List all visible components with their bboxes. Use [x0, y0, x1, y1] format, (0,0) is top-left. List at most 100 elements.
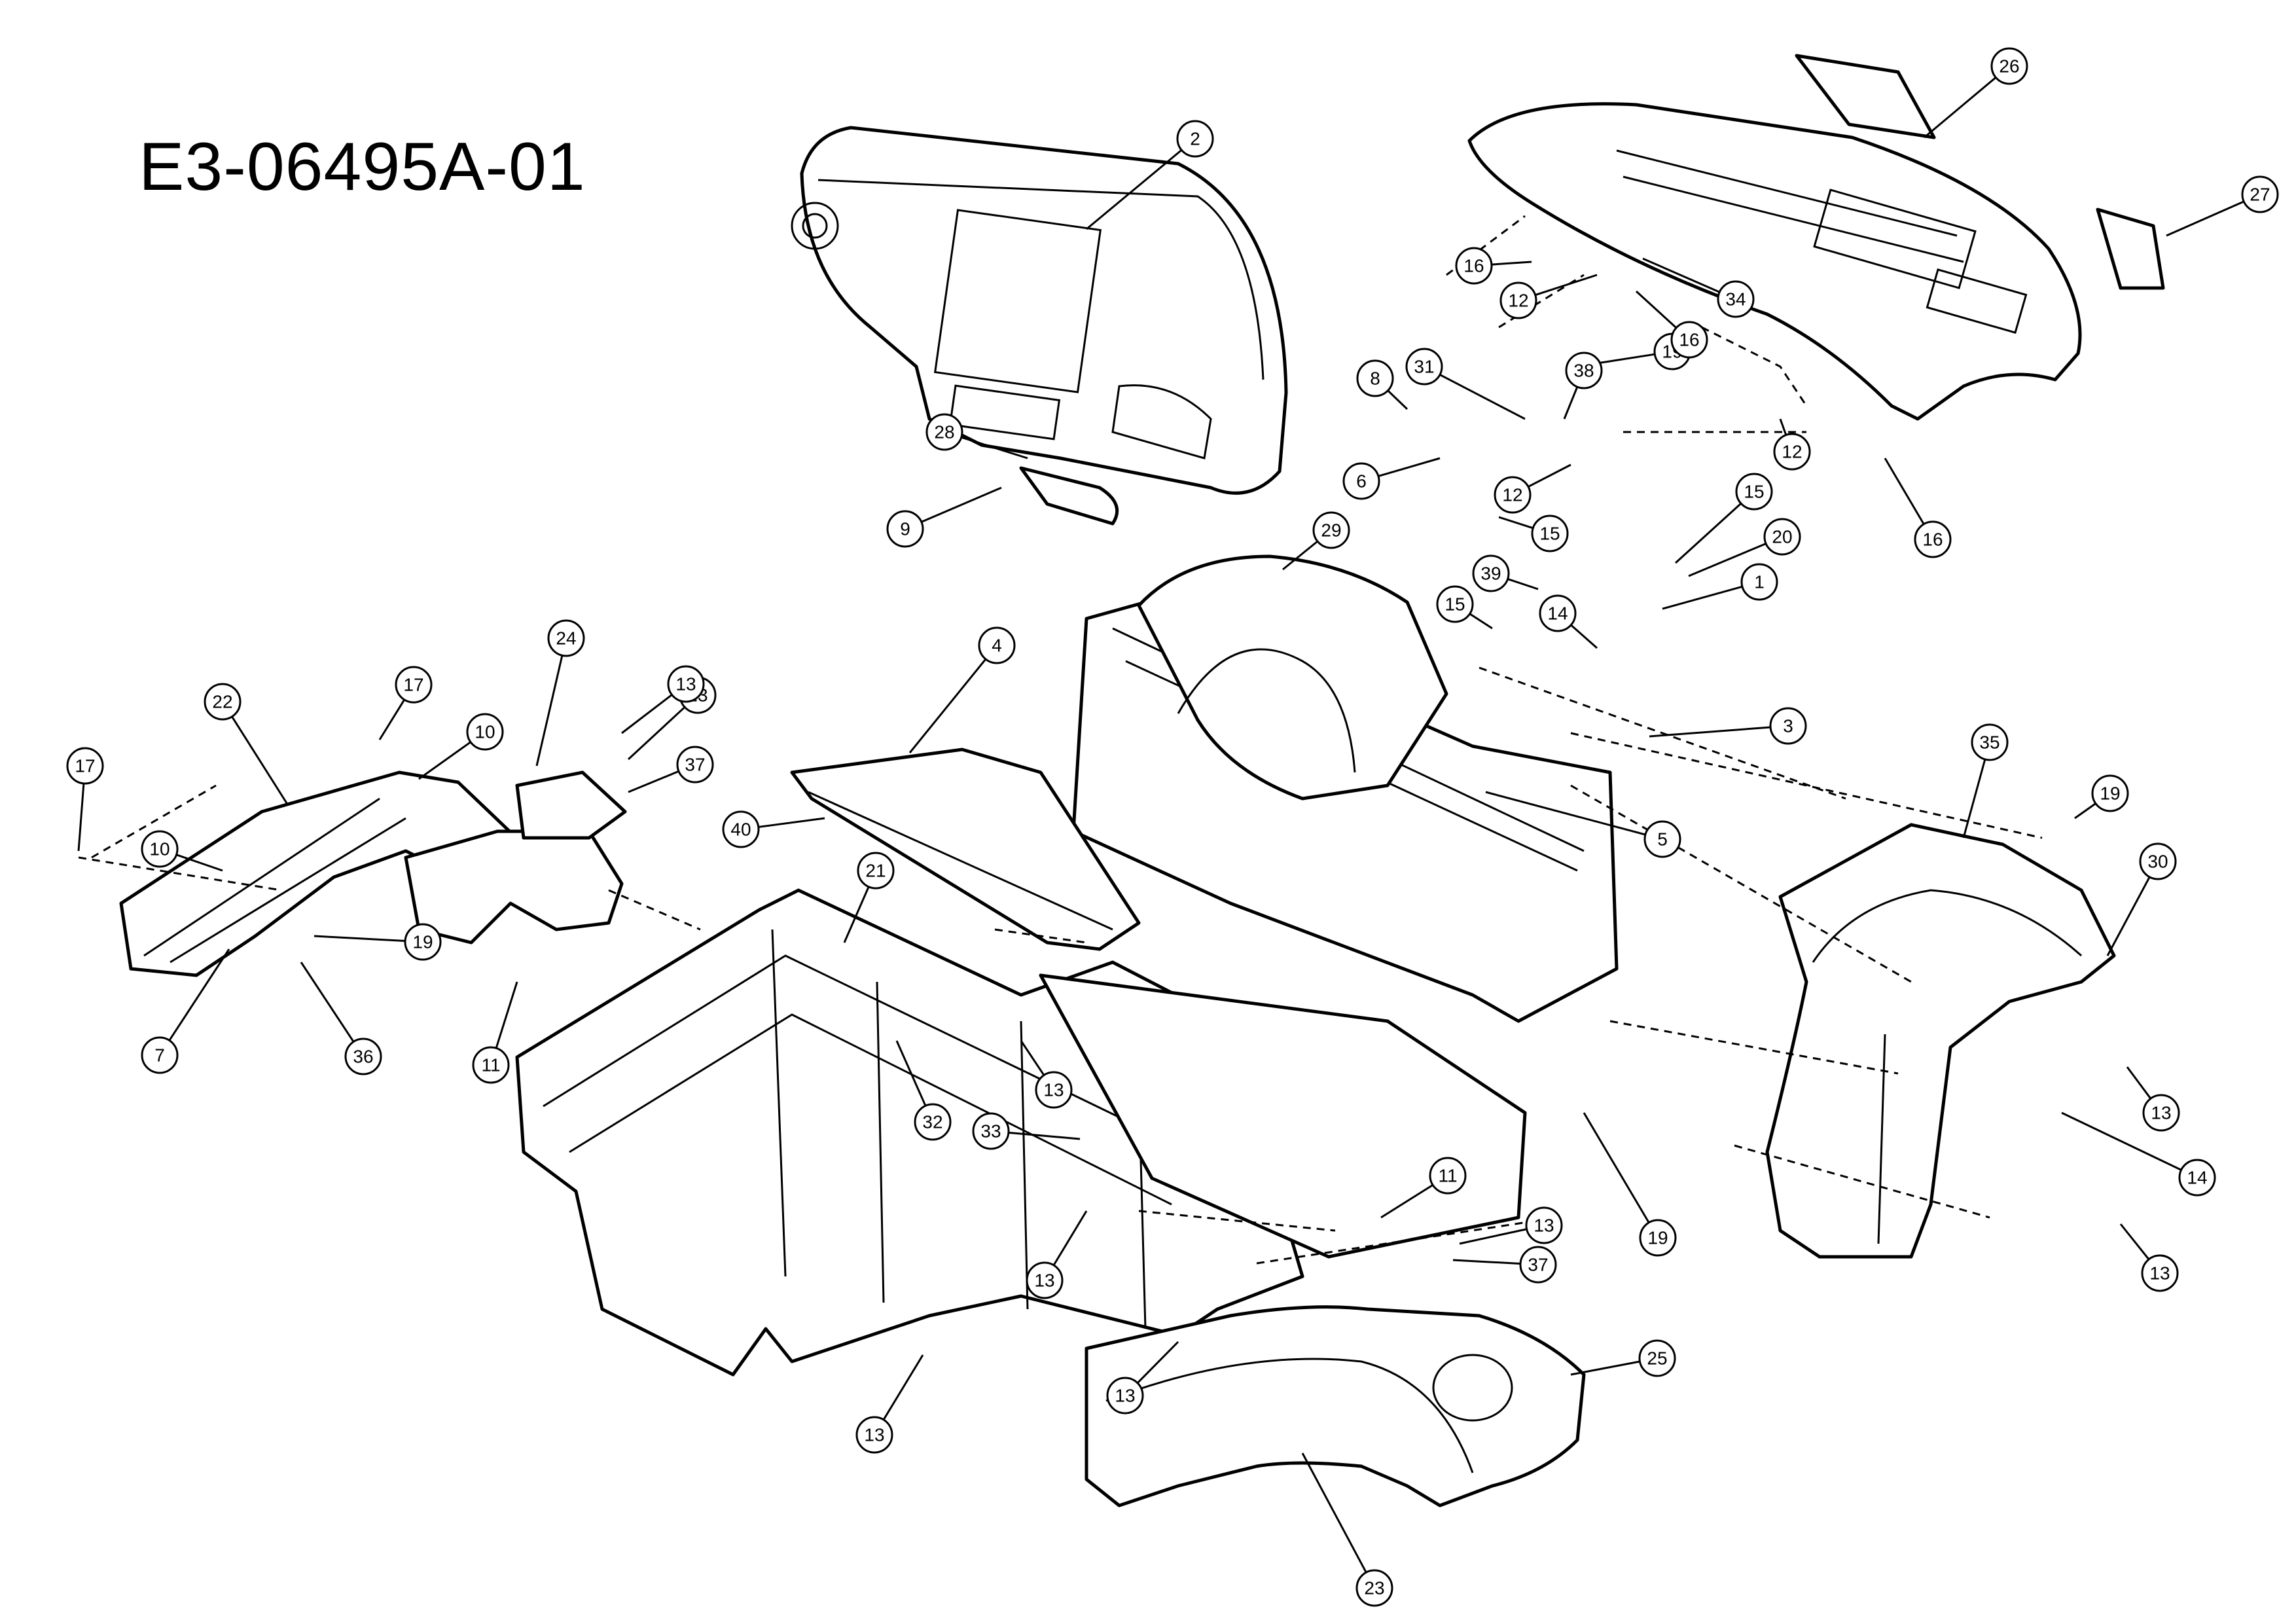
callout-leader: [1642, 257, 1720, 293]
callout-circle: [1405, 348, 1443, 386]
callout-leader: [1052, 1210, 1088, 1266]
callout-leader: [2119, 1223, 2150, 1260]
callout-label: 28: [934, 422, 954, 442]
callout-leader: [1008, 1131, 1081, 1140]
callout-circle: [857, 852, 895, 890]
callout-leader: [1649, 726, 1771, 738]
callout-circle: [855, 1416, 893, 1454]
callout-label: 12: [1782, 442, 1802, 462]
callout-label: 24: [556, 628, 576, 649]
callout-leader: [843, 886, 870, 943]
callout-leader: [1380, 1184, 1433, 1219]
callout-circle: [1565, 352, 1603, 389]
callout-circle: [1773, 433, 1811, 471]
callout-circle: [1472, 554, 1510, 592]
callout-circle: [1769, 707, 1807, 745]
callout-circle: [2141, 1254, 2179, 1292]
callout-19: 19: [314, 923, 442, 961]
callout-label: 23: [1364, 1578, 1384, 1598]
callout-label: 39: [1480, 564, 1501, 584]
seat-pan-part: [790, 748, 1141, 951]
callout-leader: [2126, 1066, 2152, 1100]
diagram-id: E3-06495A-01: [139, 129, 586, 205]
callout-leader: [2106, 876, 2151, 956]
callout-circle: [141, 830, 179, 868]
callout-leader: [1528, 463, 1571, 488]
callout-label: 38: [1573, 361, 1594, 381]
callout-leader: [621, 694, 673, 734]
callout-4: 4: [908, 626, 1016, 753]
callout-label: 12: [1508, 291, 1528, 311]
callout-label: 7: [154, 1045, 165, 1066]
callout-label: 36: [353, 1047, 373, 1067]
callout-label: 19: [2100, 784, 2120, 804]
callout-25: 25: [1570, 1339, 1676, 1377]
callout-39: 39: [1472, 554, 1539, 592]
callout-13: 13: [855, 1354, 924, 1454]
callout-circle: [1355, 1569, 1393, 1607]
callout-label: 40: [730, 820, 751, 840]
callout-circle: [1638, 1339, 1676, 1377]
callout-label: 4: [992, 636, 1002, 656]
callout-19: 19: [1583, 1112, 1677, 1257]
callout-label: 20: [1772, 527, 1792, 547]
callout-circle: [2139, 842, 2177, 880]
callout-circle: [1519, 1246, 1557, 1284]
callout-21: 21: [843, 852, 895, 943]
callout-32: 32: [895, 1040, 952, 1141]
callout-15: 15: [1498, 514, 1569, 552]
callout-11: 11: [1380, 1157, 1467, 1219]
callout-label: 13: [1115, 1386, 1135, 1406]
callout-leader: [895, 1040, 927, 1106]
callout-circle: [1539, 594, 1577, 632]
callout-29: 29: [1282, 511, 1350, 571]
callout-label: 14: [1547, 604, 1568, 624]
callout-6: 6: [1342, 457, 1441, 500]
callout-label: 10: [475, 722, 495, 742]
callout-26: 26: [1924, 47, 2028, 139]
callout-23: 23: [1301, 1453, 1393, 1607]
callout-leader: [495, 981, 518, 1049]
callout-circle: [1429, 1157, 1467, 1195]
callout-37: 37: [1452, 1246, 1557, 1284]
callout-circle: [1639, 1219, 1677, 1257]
callout-label: 13: [1043, 1080, 1064, 1100]
callout-leader: [1962, 759, 1986, 839]
callout-label: 13: [864, 1425, 884, 1445]
callout-circle: [2241, 175, 2279, 213]
callout-label: 13: [1034, 1271, 1054, 1291]
callout-circle: [2142, 1094, 2180, 1132]
callout-label: 15: [1444, 594, 1465, 615]
callout-31: 31: [1405, 348, 1526, 420]
callout-label: 21: [865, 861, 886, 881]
callout-label: 12: [1502, 485, 1522, 505]
right-rear-fender-part: [1765, 823, 2116, 1259]
callout-label: 15: [1744, 482, 1764, 502]
callout-leader: [77, 783, 85, 852]
callout-circle: [141, 1036, 179, 1074]
callout-13: 13: [1459, 1206, 1563, 1245]
callout-circle: [1531, 514, 1569, 552]
callout-circle: [204, 683, 242, 721]
callout-leader: [908, 659, 987, 753]
callout-24: 24: [535, 619, 585, 767]
callout-35: 35: [1962, 723, 2009, 839]
callout-circle: [404, 923, 442, 961]
callout-circle: [2091, 774, 2129, 812]
callout-label: 30: [2147, 852, 2168, 872]
left-rear-fender-part: [119, 770, 627, 977]
callout-leader: [1688, 543, 1767, 577]
callout-label: 13: [1534, 1216, 1554, 1236]
callout-circle: [1436, 585, 1474, 623]
callout-leader: [1452, 1259, 1521, 1265]
callout-label: 32: [922, 1112, 942, 1132]
callout-label: 5: [1657, 829, 1668, 850]
callout-label: 19: [412, 932, 433, 952]
callout-leader: [176, 854, 223, 872]
callout-circle: [1035, 1071, 1073, 1109]
callout-circle: [1342, 462, 1380, 500]
callout-label: 37: [1528, 1255, 1548, 1275]
callout-leader: [1674, 503, 1742, 564]
callout-circle: [1735, 473, 1773, 511]
callout-label: 9: [900, 519, 910, 539]
